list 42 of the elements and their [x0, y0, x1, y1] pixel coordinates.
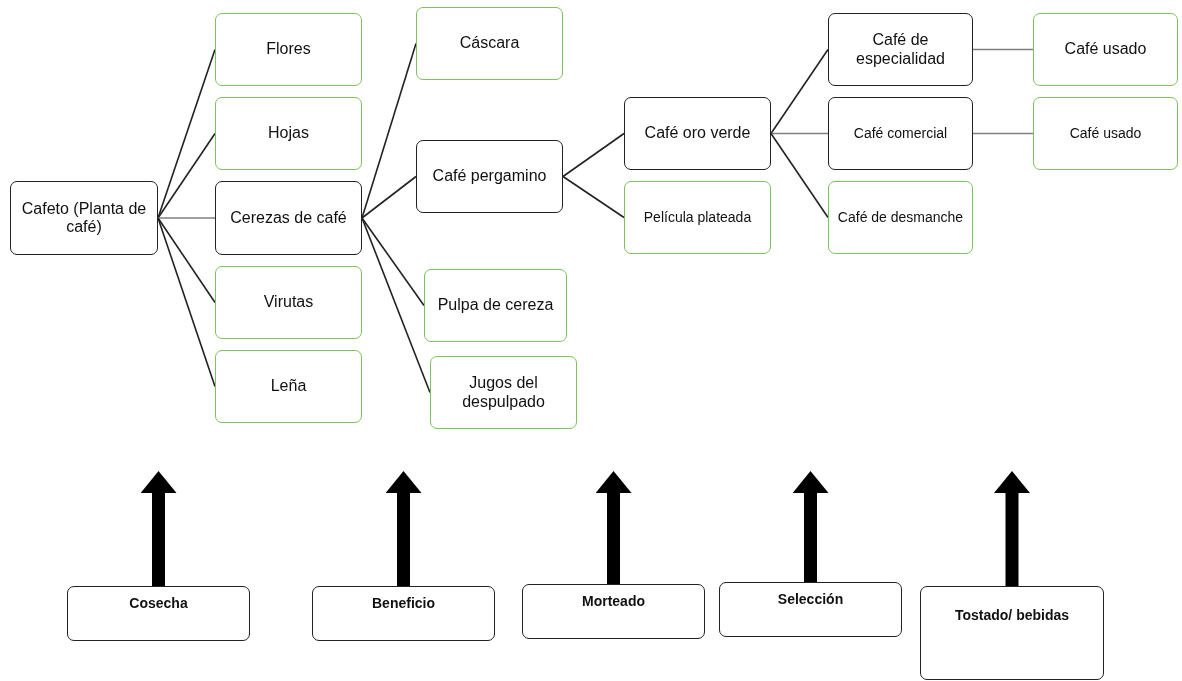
arrow [595, 471, 632, 584]
arrow [385, 471, 422, 586]
byproduct-box: Pulpa de cereza [424, 269, 567, 342]
stage-box: Beneficio [312, 586, 495, 641]
product-box: Café comercial [828, 97, 973, 170]
connector-line [972, 132, 1034, 135]
byproduct-box: Jugos del despulpado [430, 356, 577, 429]
arrow [994, 471, 1030, 586]
connector-line [157, 132, 216, 219]
byproduct-box: Flores [215, 13, 362, 86]
stage-box: Tostado/ bebidas [920, 586, 1104, 680]
connector-line [157, 217, 216, 304]
stage-box: Cosecha [67, 586, 250, 641]
connector-line [770, 132, 829, 135]
product-box: Café de especialidad [828, 13, 973, 86]
byproduct-box: Café usado [1033, 97, 1178, 170]
connector-line [361, 217, 431, 394]
connector-line [562, 132, 625, 178]
product-box: Café oro verde [624, 97, 771, 170]
connector-line [361, 217, 425, 307]
byproduct-box: Hojas [215, 97, 362, 170]
byproduct-box: Cáscara [416, 7, 563, 80]
stage-box: Selección [719, 582, 902, 637]
byproduct-box: Leña [215, 350, 362, 423]
arrow [792, 471, 829, 582]
connector-line [770, 48, 829, 135]
product-box: Cafeto (Planta de café) [10, 181, 158, 255]
connector-line [361, 175, 417, 219]
connector-line [972, 48, 1034, 51]
stage-box: Morteado [522, 584, 705, 639]
arrow [140, 471, 177, 586]
connector-line [157, 217, 216, 219]
byproduct-box: Virutas [215, 266, 362, 339]
connector-line [361, 42, 417, 219]
byproduct-box: Película plateada [624, 181, 771, 254]
byproduct-box: Café de desmanche [828, 181, 973, 254]
product-box: Café pergamino [416, 140, 563, 213]
byproduct-box: Café usado [1033, 13, 1178, 86]
connector-line [562, 175, 625, 219]
connector-line [770, 132, 829, 219]
product-box: Cerezas de café [215, 181, 362, 255]
connector-line [157, 217, 216, 388]
